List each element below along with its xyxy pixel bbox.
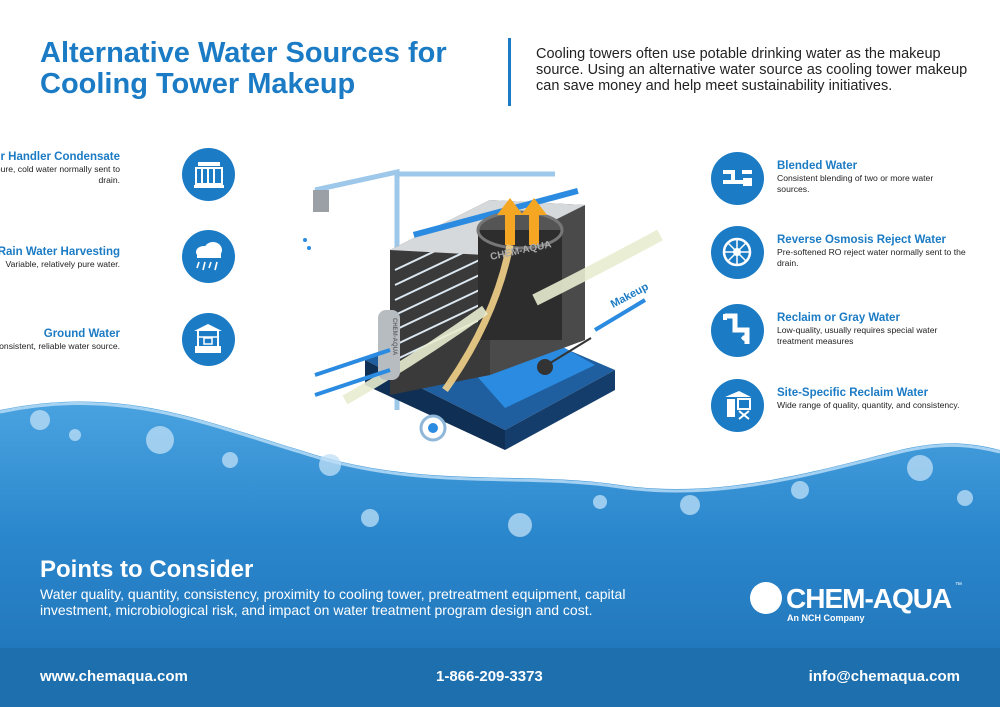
source-desc: Consistent, reliable water source. [0,341,120,351]
reclaim-equipment-icon [711,379,764,432]
blended-pipes-icon [711,152,764,205]
points-text: Water quality, quantity, consistency, pr… [40,586,626,618]
water-wave-background [0,401,1000,707]
air-handler-icon [182,148,235,201]
phone-number[interactable]: 1-866-209-3373 [436,668,543,685]
logo-name: CHEM-AQUA [786,583,952,614]
logo-subtitle: An NCH Company [787,613,865,623]
page-title: Alternative Water Sources for Cooling To… [40,37,447,100]
source-name: Blended Water [777,160,858,172]
rain-cloud-icon [182,230,235,283]
website-link[interactable]: www.chemaqua.com [40,668,188,685]
points-title: Points to Consider [40,556,254,583]
makeup-label: Makeup [609,281,651,311]
footer-bar: www.chemaqua.com 1-866-209-3373 info@che… [0,648,1000,707]
intro-text: Cooling towers often use potable drinkin… [536,46,968,94]
source-name: Ground Water [43,328,120,340]
source-name: Reclaim or Gray Water [777,312,900,324]
source-name: Rain Water Harvesting [0,246,120,258]
source-desc: Consistent blending of two or more water… [777,173,934,194]
gray-water-pipe-icon [711,304,764,357]
well-icon [182,313,235,366]
logo-trademark: ™ [955,582,962,589]
ro-membrane-icon [711,226,764,279]
source-desc: Variable, relatively pure water. [5,259,120,269]
source-desc: Nearly pure, cold water normally sent to… [0,164,120,185]
email-link[interactable]: info@chemaqua.com [808,668,960,685]
filter-label: CHEM-AQUA [391,318,397,356]
source-name: Air Handler Condensate [0,151,120,163]
chem-aqua-logo: CHEM-AQUA ™ An NCH Company [750,580,970,626]
source-desc: Pre-softened RO reject water normally se… [777,247,966,268]
logo-globe-icon [750,582,782,614]
source-name: Reverse Osmosis Reject Water [777,234,946,246]
title-divider [508,38,511,106]
source-desc: Low-quality, usually requires special wa… [777,325,938,346]
source-desc: Wide range of quality, quantity, and con… [777,400,960,410]
cooling-tower-illustration: CHEM-AQUA Makeup CHEM-AQUA [303,168,663,450]
source-name: Site-Specific Reclaim Water [777,387,929,399]
